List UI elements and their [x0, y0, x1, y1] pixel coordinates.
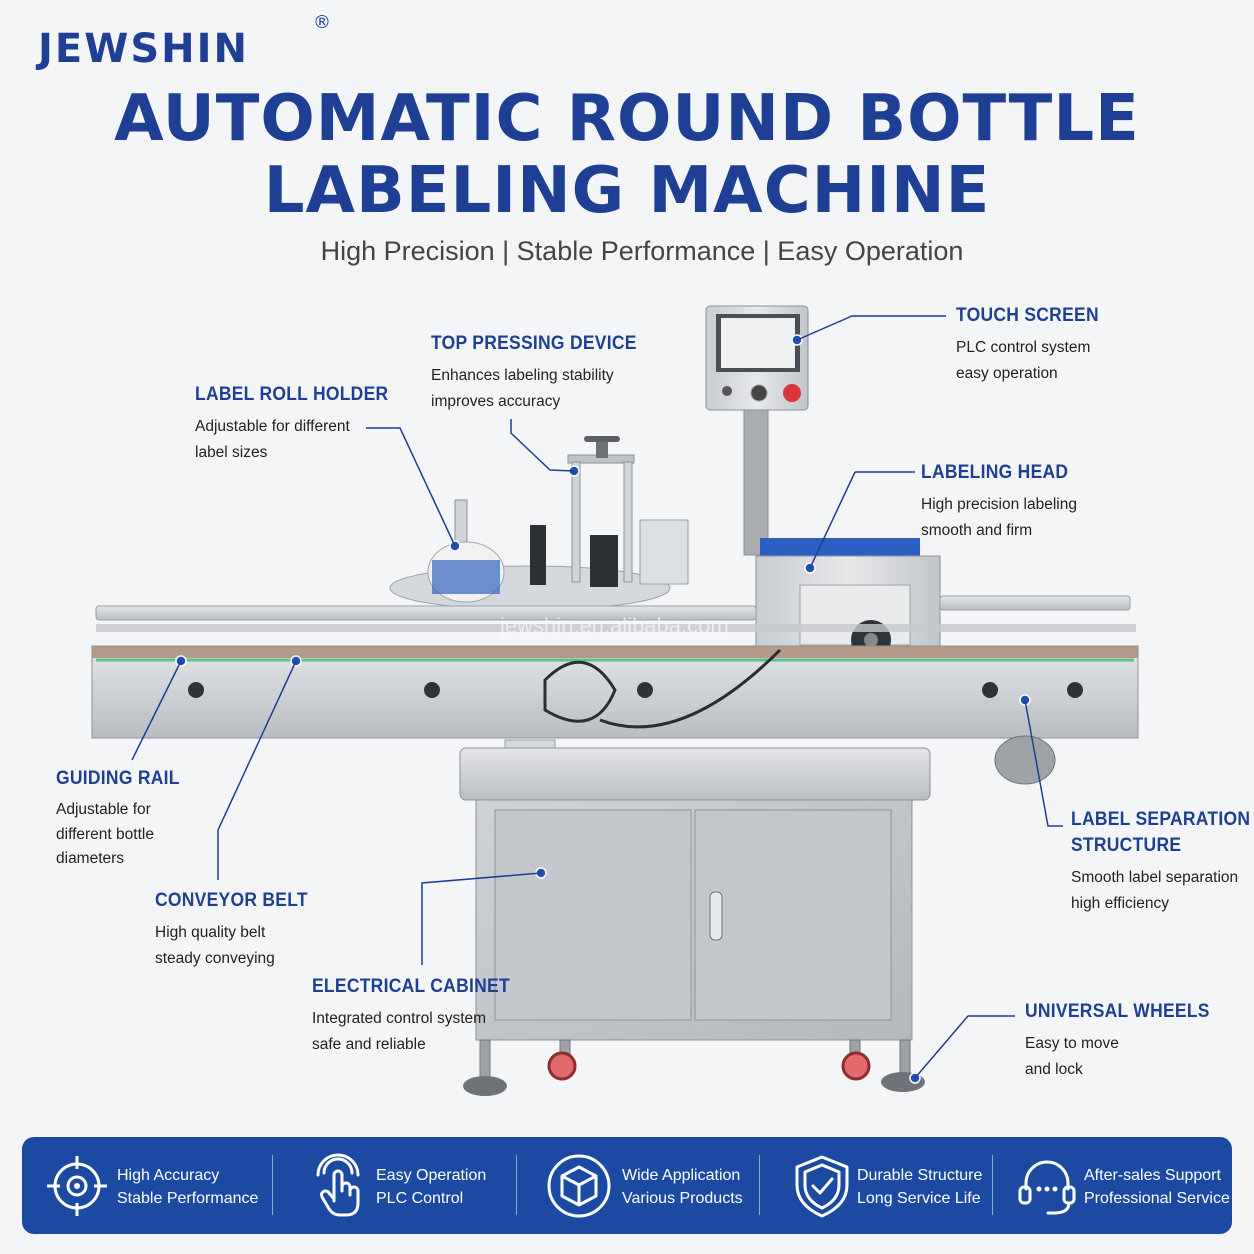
callout-touch-screen: TOUCH SCREEN PLC control system easy ope…	[956, 303, 1111, 386]
divider	[272, 1155, 273, 1215]
feature-line: Stable Performance	[117, 1190, 259, 1207]
callout-desc: Easy to move and lock	[1025, 1031, 1226, 1082]
callout-desc: Integrated control system safe and relia…	[312, 1006, 527, 1057]
callout-universal-wheels: UNIVERSAL WHEELS Easy to move and lock	[1025, 999, 1226, 1082]
page-title-line-2: LABELING MACHINE	[263, 154, 991, 228]
watermark: jewshin.en.alibaba.com	[499, 613, 729, 638]
callout-top-pressing-device: TOP PRESSING DEVICE Enhances labeling st…	[431, 331, 655, 414]
desc-line: Easy to move	[1025, 1035, 1119, 1052]
callout-title: GUIDING RAIL	[56, 768, 180, 789]
callout-desc: High precision labeling smooth and firm	[921, 492, 1081, 543]
crosshair-icon	[47, 1156, 107, 1216]
callout-title: TOUCH SCREEN	[956, 305, 1099, 326]
desc-line: Smooth label separation	[1071, 869, 1239, 886]
page-title-line-1: AUTOMATIC ROUND BOTTLE	[114, 82, 1140, 156]
feature-line: Durable Structure	[857, 1167, 983, 1184]
page-subtitle: High Precision | Stable Performance | Ea…	[320, 236, 964, 266]
cube-icon	[547, 1154, 611, 1218]
callout-conveyor-belt: CONVEYOR BELT High quality belt steady c…	[155, 888, 321, 971]
callout-desc: Adjustable for different bottle diameter…	[56, 798, 191, 872]
touch-hand-icon	[316, 1153, 360, 1217]
callout-labeling-head: LABELING HEAD High precision labeling sm…	[921, 460, 1081, 543]
desc-line: diameters	[56, 850, 125, 867]
feature-text: Durable Structure Long Service Life	[857, 1164, 982, 1210]
desc-line: Adjustable for different	[195, 418, 350, 435]
desc-line: High precision labeling	[921, 496, 1077, 513]
desc-line: different bottle	[56, 825, 154, 843]
divider	[992, 1155, 993, 1215]
feature-text: After-sales Support Professional Service	[1084, 1164, 1230, 1210]
shield-check-icon	[795, 1155, 849, 1218]
callout-title: LABELING HEAD	[921, 462, 1069, 483]
callout-label-separation-structure: LABEL SEPARATION STRUCTURE Smooth label …	[1071, 807, 1254, 916]
desc-line: high efficiency	[1071, 894, 1169, 912]
desc-line: Adjustable for	[56, 801, 151, 818]
registered-mark: ®	[313, 12, 331, 33]
divider	[516, 1155, 517, 1215]
feature-line: Various Products	[622, 1190, 743, 1207]
callout-title: STRUCTURE	[1071, 835, 1182, 856]
callout-desc: High quality belt steady conveying	[155, 920, 321, 971]
desc-line: High quality belt	[155, 924, 266, 941]
brand-logo: JEWSHIN	[38, 26, 249, 72]
callout-label-roll-holder: LABEL ROLL HOLDER Adjustable for differe…	[195, 382, 405, 465]
desc-line: PLC control system	[956, 339, 1091, 356]
callout-desc: Enhances labeling stability improves acc…	[431, 363, 655, 414]
desc-line: steady conveying	[155, 949, 275, 967]
desc-line: Integrated control system	[312, 1010, 487, 1027]
callout-electrical-cabinet: ELECTRICAL CABINET Integrated control sy…	[312, 974, 527, 1057]
feature-text: Easy Operation PLC Control	[376, 1164, 486, 1210]
callout-title: UNIVERSAL WHEELS	[1025, 1001, 1210, 1022]
headset-icon	[1018, 1160, 1076, 1215]
feature-line: PLC Control	[376, 1190, 464, 1207]
callout-title: CONVEYOR BELT	[155, 890, 308, 911]
feature-line: Long Service Life	[857, 1190, 981, 1207]
feature-line: Wide Application	[622, 1167, 741, 1184]
callout-title: LABEL ROLL HOLDER	[195, 384, 389, 405]
feature-line: High Accuracy	[117, 1167, 220, 1184]
desc-line: Enhances labeling stability	[431, 367, 614, 384]
desc-line: smooth and firm	[921, 521, 1033, 539]
callout-desc: Smooth label separation high efficiency	[1071, 865, 1254, 916]
feature-bar: High Accuracy Stable Performance Easy Op…	[22, 1137, 1232, 1234]
callout-desc: PLC control system easy operation	[956, 335, 1111, 386]
feature-line: Professional Service	[1084, 1190, 1230, 1207]
divider	[759, 1155, 760, 1215]
feature-text: High Accuracy Stable Performance	[117, 1164, 258, 1210]
desc-line: easy operation	[956, 364, 1058, 382]
callout-desc: Adjustable for different label sizes	[195, 414, 405, 465]
callout-title: TOP PRESSING DEVICE	[431, 333, 637, 354]
desc-line: safe and reliable	[312, 1035, 426, 1053]
desc-line: improves accuracy	[431, 392, 561, 410]
feature-line: Easy Operation	[376, 1167, 487, 1184]
desc-line: and lock	[1025, 1060, 1083, 1078]
feature-line: After-sales Support	[1084, 1167, 1221, 1184]
callout-title: ELECTRICAL CABINET	[312, 976, 510, 997]
callout-title: LABEL SEPARATION	[1071, 809, 1251, 830]
callout-guiding-rail: GUIDING RAIL Adjustable for different bo…	[56, 766, 191, 872]
desc-line: label sizes	[195, 443, 268, 461]
feature-text: Wide Application Various Products	[622, 1164, 743, 1210]
